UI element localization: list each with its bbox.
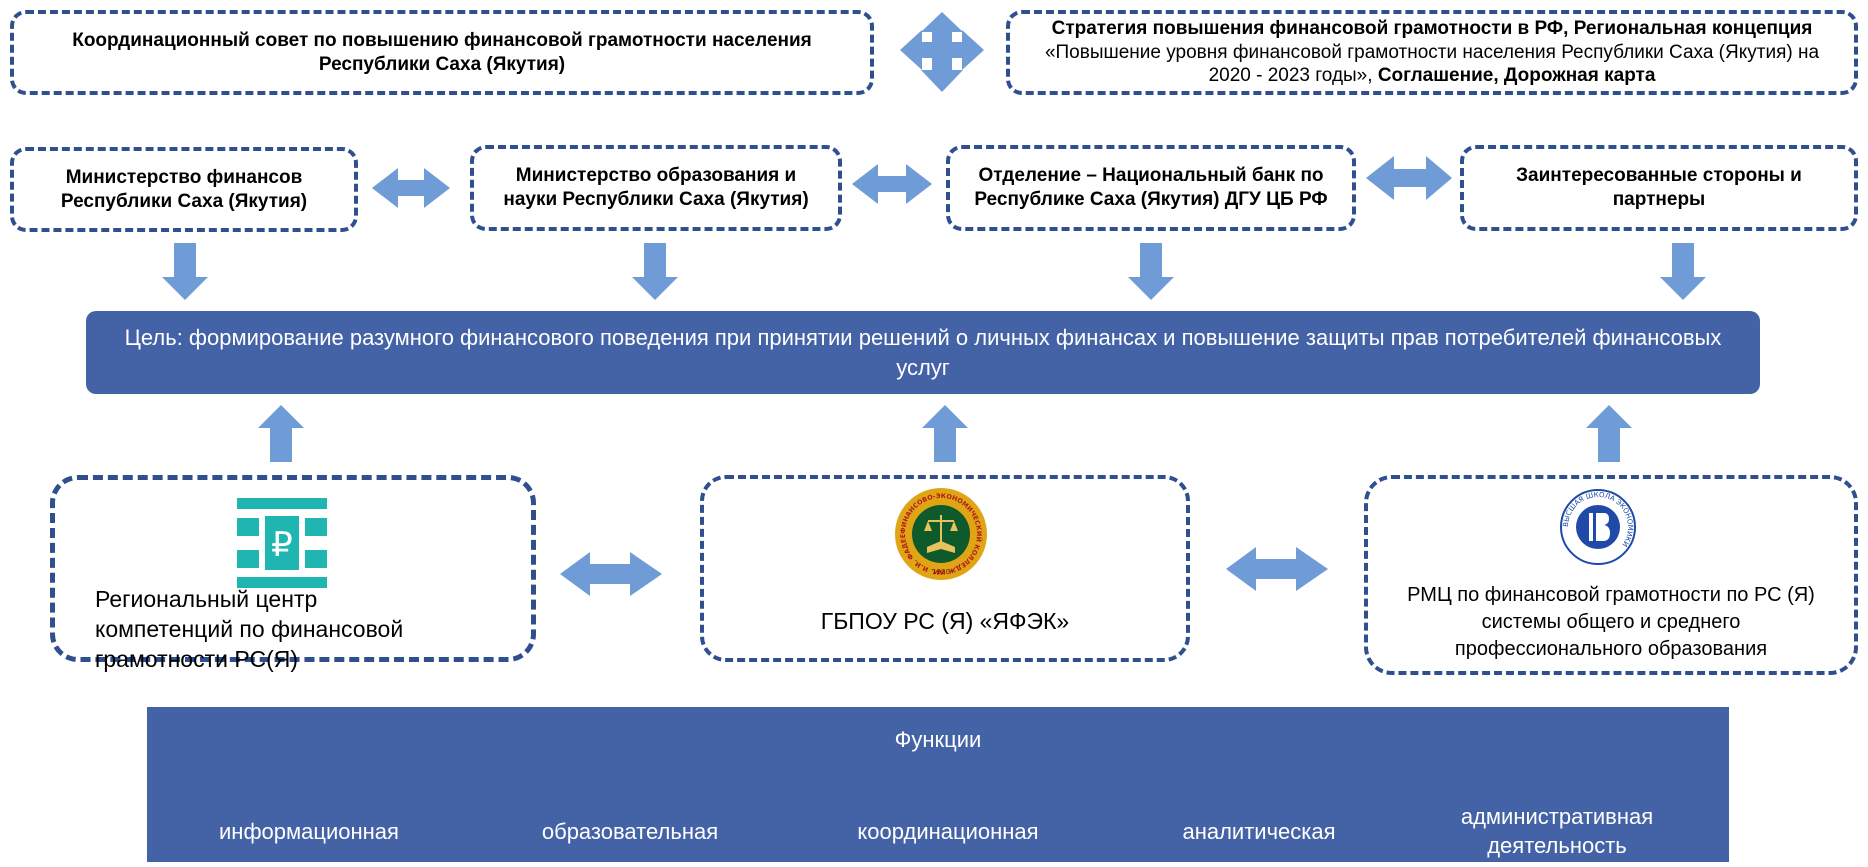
strategy-text: Стратегия повышения финансовой грамотнос… — [1022, 17, 1842, 88]
down-arrow-icon — [632, 243, 678, 300]
partners-text: Заинтересованные стороны и партнеры — [1516, 165, 1802, 210]
function-item: координационная — [857, 818, 1039, 844]
function-item: информационная — [219, 818, 399, 844]
rmc-label: РМЦ по финансовой грамотности по РС (Я) … — [1407, 584, 1815, 660]
council-box: Координационный совет по повышению финан… — [10, 10, 874, 95]
double-arrow-icon — [560, 552, 662, 596]
function-item: образовательная — [541, 818, 719, 844]
strategy-box: Стратегия повышения финансовой грамотнос… — [1006, 10, 1858, 95]
goal-banner: Цель: формирование разумного финансового… — [86, 311, 1760, 394]
down-arrow-icon — [162, 243, 208, 300]
svg-text:₽: ₽ — [271, 525, 293, 565]
double-arrow-icon — [1366, 156, 1452, 200]
down-arrow-icon — [1660, 243, 1706, 300]
minfin-text: Министерство финансов Республики Саха (Я… — [60, 166, 308, 212]
yafek-box: ФИНАНСОВО-ЭКОНОМИЧЕСКИЙ КОЛЛЕДЖ ИМ. И.И.… — [700, 475, 1190, 662]
council-text: Координационный совет по повышению финан… — [72, 29, 812, 75]
double-arrow-icon — [372, 168, 450, 208]
function-item: аналитическая — [1182, 818, 1336, 844]
bank-box: Отделение – Национальный банк по Республ… — [946, 145, 1356, 231]
partners-box: Заинтересованные стороны и партнеры — [1460, 145, 1858, 231]
minobr-text: Министерство образования и науки Республ… — [503, 165, 809, 210]
up-arrow-icon — [922, 405, 968, 462]
bank-text: Отделение – Национальный банк по Республ… — [974, 165, 1328, 210]
yafek-label: ГБПОУ РС (Я) «ЯФЭК» — [820, 608, 1070, 634]
up-arrow-icon — [258, 405, 304, 462]
functions-panel: Функции информационная образовательная к… — [147, 707, 1729, 862]
down-arrow-icon — [1128, 243, 1174, 300]
functions-title: Функции — [894, 727, 982, 752]
minfin-box: Министерство финансов Республики Саха (Я… — [10, 147, 358, 232]
minobr-box: Министерство образования и науки Республ… — [470, 145, 842, 231]
four-way-arrow-icon — [900, 12, 984, 92]
hse-logo: ВЫСШАЯ ШКОЛА ЭКОНОМИКИ — [1560, 489, 1636, 565]
function-item: административная деятельность — [1460, 804, 1654, 858]
double-arrow-icon — [1226, 547, 1328, 591]
strategy-bold-part2: Соглашение, Дорожная карта — [1377, 65, 1656, 87]
competence-center-label: Региональный центр компетенций по финанс… — [95, 586, 404, 672]
yafek-emblem-logo: ФИНАНСОВО-ЭКОНОМИЧЕСКИЙ КОЛЛЕДЖ ИМ. И.И.… — [891, 481, 988, 581]
yafek-year-text: 1930 — [932, 568, 950, 576]
rmc-box: ВЫСШАЯ ШКОЛА ЭКОНОМИКИ РМЦ по финансовой… — [1364, 475, 1858, 675]
double-arrow-icon — [852, 164, 932, 204]
strategy-bold-part1: Стратегия повышения финансовой грамотнос… — [1051, 17, 1813, 39]
up-arrow-icon — [1586, 405, 1632, 462]
strategy-normal-part: «Повышение уровня финансовой грамотности… — [1044, 41, 1820, 87]
ruble-logo: ₽ — [237, 498, 327, 588]
goal-text: Цель: формирование разумного финансового… — [124, 324, 1722, 380]
competence-center-box: ₽ Региональный центр компетенций по фина… — [50, 475, 536, 672]
